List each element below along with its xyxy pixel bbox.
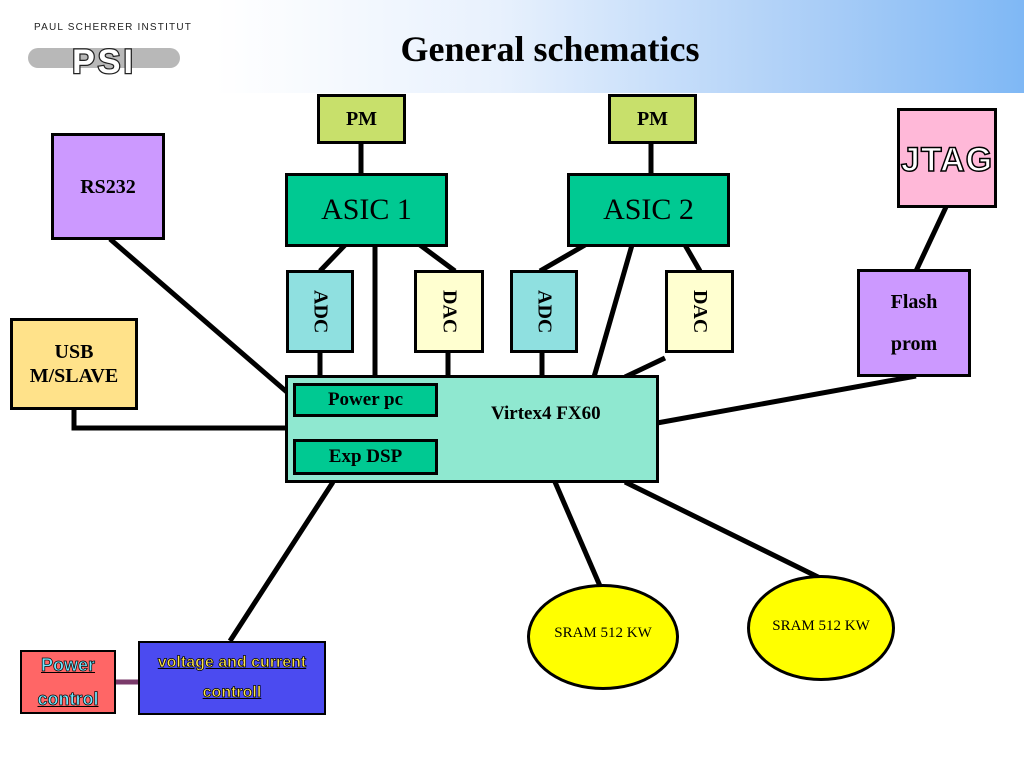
wire-virtex-sram2 [623,479,822,581]
wire-asic2-virtex [591,244,635,378]
wire-rs232-virtex [108,237,290,395]
asic-1-block: ASIC 1 [285,173,448,247]
adc-block-2: ADC [510,270,578,353]
flash-label-line1: Flash [890,291,938,313]
wire-asic2-adc2 [538,242,587,274]
adc-1-label: ADC [309,289,332,334]
wire-dac2-virtex [623,355,667,380]
power-control-line1: Power [40,654,96,675]
flash-label-line2: prom [890,333,938,355]
dac-block-1: DAC [414,270,484,353]
sram-block-1: SRAM 512 KW [527,584,679,690]
usb-block: USB M/SLAVE [10,318,138,410]
sram-block-2: SRAM 512 KW [747,575,895,681]
jtag-label: JTAG [900,140,994,180]
dac-2-label: DAC [689,289,711,334]
wire-virtex-sram1 [552,481,603,587]
power-pc-block: Power pc [293,383,438,417]
power-control-line2: control [37,689,99,710]
dac-1-label: DAC [438,289,461,334]
wire-asic1-adc1 [318,243,347,273]
page-title: General schematics [400,29,700,69]
adc-2-label: ADC [533,289,556,334]
sram-1-label: SRAM 512 KW [554,625,652,641]
wire-asic1-dac1 [418,242,457,274]
voltage-control-line1: voltage and current [157,653,307,671]
virtex-label: Virtex4 FX60 [491,403,601,424]
power-control-block: Power control [20,650,116,714]
jtag-block: JTAG [897,108,997,208]
voltage-control-line2: controll [202,684,262,702]
psi-logo: PSI [28,42,180,82]
usb-label-line1: USB [54,341,94,363]
wire-usb-virtex [71,409,288,431]
rs232-block: RS232 [51,133,165,240]
logo-caption: PAUL SCHERRER INSTITUT [34,22,193,33]
voltage-current-control-block: voltage and current controll [138,641,326,715]
wire-flash-virtex [656,373,917,426]
wire-jtag-flash [913,205,949,273]
exp-dsp-block: Exp DSP [293,439,438,475]
flash-prom-block: Flash prom [857,269,971,377]
pm-block-1: PM [317,94,406,144]
sram-2-label: SRAM 512 KW [772,618,870,634]
wire-virtex-voltage [227,480,336,643]
pm-block-2: PM [608,94,697,144]
usb-label-line2: M/SLAVE [29,365,119,387]
asic-2-block: ASIC 2 [567,173,730,247]
dac-block-2: DAC [665,270,734,353]
psi-logo-mark: PSI [72,43,136,81]
wire-asic2-dac2 [682,243,703,273]
header-band [215,0,1024,93]
adc-block-1: ADC [286,270,354,353]
